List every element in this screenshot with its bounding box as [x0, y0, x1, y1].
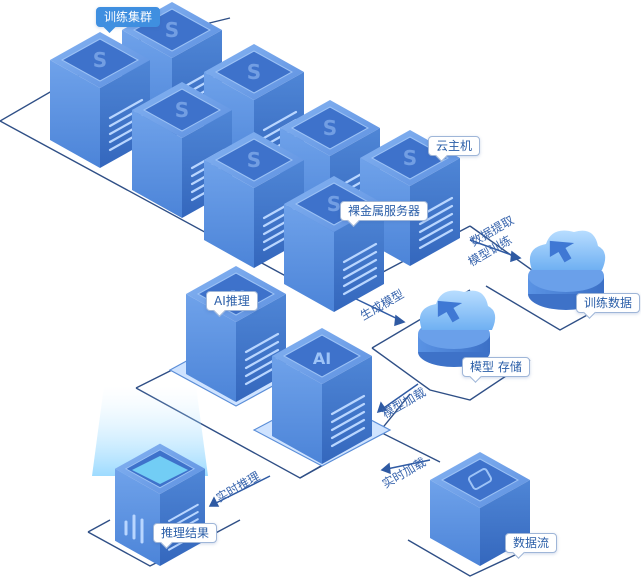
- data-stream-server: [430, 452, 530, 566]
- flow-arrows: [208, 239, 522, 507]
- server-glyph-icon: S: [323, 116, 337, 140]
- server-glyph-icon: S: [165, 18, 179, 42]
- model-storage-label: 模型 存储: [462, 357, 530, 377]
- training-cluster-label: 训练集群: [96, 7, 161, 27]
- server-glyph-icon: S: [247, 60, 261, 84]
- model-storage-cloud: [418, 290, 496, 367]
- database-icon: [467, 468, 493, 490]
- chart-icon: [124, 514, 144, 544]
- cloud-host-label: 云主机: [428, 136, 481, 156]
- server-glyph-icon: S: [93, 48, 107, 72]
- upload-arrow-icon: [549, 240, 575, 263]
- server-glyph-icon: S: [247, 148, 261, 172]
- bare-metal-label: 裸金属服务器: [340, 201, 429, 221]
- ai-inference-servers: [168, 264, 392, 467]
- training-data-label: 训练数据: [576, 293, 641, 313]
- server-glyphs: S S S S S S S S: [93, 18, 417, 216]
- server-glyph-icon: S: [175, 98, 189, 122]
- data-stream-label: 数据流: [505, 533, 558, 553]
- ai-glyph-icon: AI: [313, 349, 331, 368]
- inference-result-node: [92, 386, 208, 567]
- ai-inference-label: AI推理: [206, 291, 258, 311]
- server-glyph-icon: S: [403, 146, 417, 170]
- upload-arrow-icon: [437, 300, 463, 323]
- inference-result-label: 推理结果: [153, 523, 218, 543]
- server-glyph-icon: S: [327, 192, 341, 216]
